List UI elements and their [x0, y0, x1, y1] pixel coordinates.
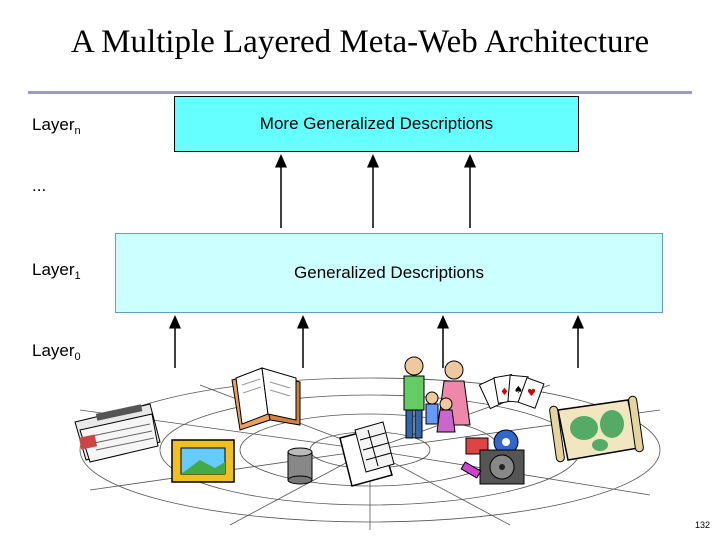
database-cylinder-icon: [287, 447, 313, 485]
layer-n-label: Layern: [32, 115, 81, 137]
svg-text:♦: ♦: [500, 387, 509, 398]
calendar-icon: [339, 421, 395, 487]
middle-box-text: Generalized Descriptions: [294, 263, 484, 282]
page-title: A Multiple Layered Meta-Web Architecture: [70, 24, 650, 60]
layer-n-subscript: n: [74, 125, 81, 137]
layer-1-text: Layer: [32, 260, 75, 279]
upper-arrows: [275, 154, 476, 228]
layer-n-text: Layer: [32, 115, 75, 134]
page-number: 132: [694, 520, 710, 530]
svg-text:♥: ♥: [527, 388, 536, 399]
layer-ellipsis: ...: [32, 176, 47, 195]
top-box-text: More Generalized Descriptions: [259, 114, 494, 133]
framed-picture-icon: [171, 439, 235, 483]
generalized-top-box: More Generalized Descriptions: [174, 96, 579, 152]
layer-0-subscript: 0: [74, 351, 81, 363]
layer-1-subscript: 1: [74, 270, 81, 282]
generalized-middle-box: Generalized Descriptions: [115, 233, 663, 313]
layer-0-label: Layer0: [32, 341, 81, 363]
layer-0-text: Layer: [32, 341, 75, 360]
title-rule: [28, 91, 692, 94]
film-reel-icon: [460, 429, 525, 485]
family-icon: [403, 356, 471, 439]
playing-cards-icon: ♦ ♠ ♥: [478, 374, 545, 410]
svg-text:♠: ♠: [514, 385, 523, 396]
layer-1-label: Layer1: [32, 260, 81, 282]
open-book-icon: [231, 367, 301, 431]
world-map-icon: [549, 395, 644, 463]
lower-arrows: [169, 315, 584, 368]
newspaper-icon: [74, 403, 161, 463]
